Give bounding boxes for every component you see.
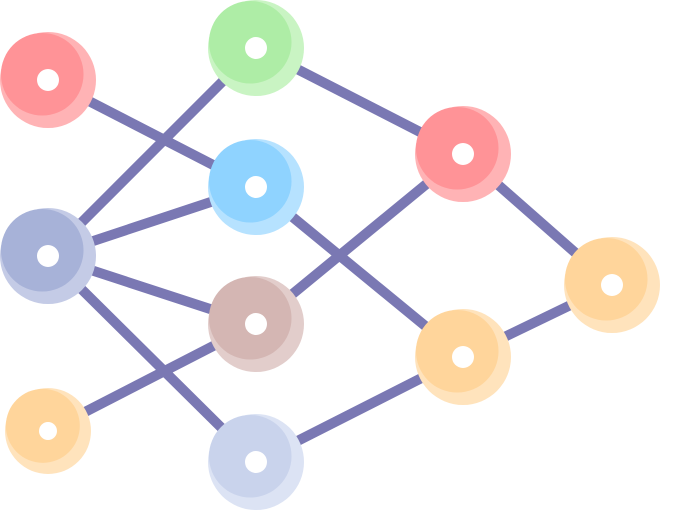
node-center-hole	[245, 37, 267, 59]
node-center-hole	[452, 346, 474, 368]
node-red-right	[415, 106, 511, 202]
node-orange-left	[5, 388, 91, 474]
node-center-hole	[452, 143, 474, 165]
node-center-hole	[39, 422, 57, 440]
node-center-hole	[37, 245, 59, 267]
node-slate-left	[0, 208, 96, 304]
node-center-hole	[601, 274, 623, 296]
node-center-hole	[245, 451, 267, 473]
node-blue-mid	[208, 139, 304, 235]
node-center-hole	[37, 69, 59, 91]
node-orange-right	[415, 309, 511, 405]
node-red-left	[0, 32, 96, 128]
node-lavender-mid	[208, 414, 304, 510]
node-center-hole	[245, 313, 267, 335]
node-center-hole	[245, 176, 267, 198]
node-green-mid	[208, 0, 304, 96]
node-taupe-mid	[208, 276, 304, 372]
edge-n-slate-left-to-n-green-mid	[44, 44, 260, 260]
node-layer	[0, 0, 660, 510]
edge-layer	[44, 43, 616, 467]
node-orange-output	[564, 237, 660, 333]
